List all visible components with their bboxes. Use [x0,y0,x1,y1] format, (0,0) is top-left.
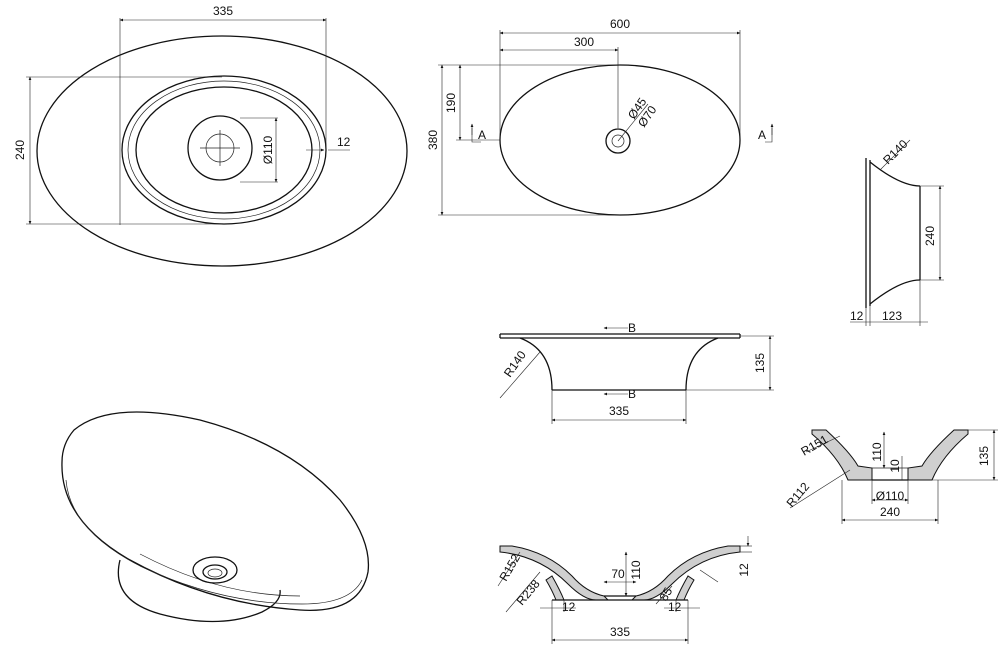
basin-inner-ellipse [127,80,321,220]
plan-half-height-label: 190 [444,93,458,113]
sec-b-height-label: 135 [977,446,991,466]
side-view: B B R140 135 335 [499,321,774,424]
plan-drain-inner [611,134,625,148]
sec-b-bottom-label: 10 [888,459,902,473]
plan-drain-outer [605,128,631,154]
side-height-label: 135 [753,353,767,373]
end-depth-label: 123 [882,309,902,323]
section-a-left: A [478,128,486,142]
perspective-view [61,411,370,623]
basin-floor-ellipse [135,86,313,214]
section-a-view: R152 R238 110 70 12 85 12 12 335 [496,536,752,644]
top-height-label: 240 [13,140,27,160]
sec-a-rim-label: 12 [737,563,751,577]
plan-height-label: 380 [426,130,440,150]
perspective-drain-outer [192,556,238,584]
sec-b-depth-label: 110 [870,442,884,461]
plan-length-label: 600 [610,17,630,31]
section-a-right: A [758,128,766,142]
end-radius-label: R140 [880,137,910,167]
basin-edge-ellipse [121,75,327,225]
perspective-drain-inner [202,564,228,580]
section-b-view: R151 R112 110 10 135 Ø110 240 [784,429,998,524]
side-section-bottom: B [628,387,636,401]
sec-a-radius-bottom: R238 [514,577,543,608]
sec-b-radius-bottom: R112 [784,479,813,510]
end-height-label: 240 [923,226,937,246]
sec-a-radius-top: R152 [496,551,523,583]
top-view: 335 240 Ø110 12 [13,4,408,267]
top-rim-label: 12 [337,135,351,149]
outer-rim-ellipse [36,35,408,267]
sec-a-wall-right: 12 [668,600,682,614]
plan-view: 600 300 380 190 Ø45 Ø70 A A [426,17,774,216]
sec-a-base-label: 335 [610,625,630,639]
sec-a-angle-label: 85 [656,585,675,604]
sec-a-drain-label: 70 [611,567,625,581]
sec-a-depth-label: 110 [629,560,643,579]
side-radius-label: R140 [501,348,529,380]
top-width-label: 335 [213,4,233,18]
side-section-top: B [628,321,636,335]
sec-b-drain-label: Ø110 [876,489,905,503]
end-view: R140 240 12 123 [850,137,944,326]
sec-a-wall-left: 12 [562,600,576,614]
drain-circle [187,115,253,181]
side-base-label: 335 [609,404,629,418]
sec-b-base-label: 240 [880,505,900,519]
end-rim-label: 12 [850,309,864,323]
plan-half-label: 300 [574,35,594,49]
plan-outline [499,64,741,216]
top-drain-label: Ø110 [261,135,275,164]
